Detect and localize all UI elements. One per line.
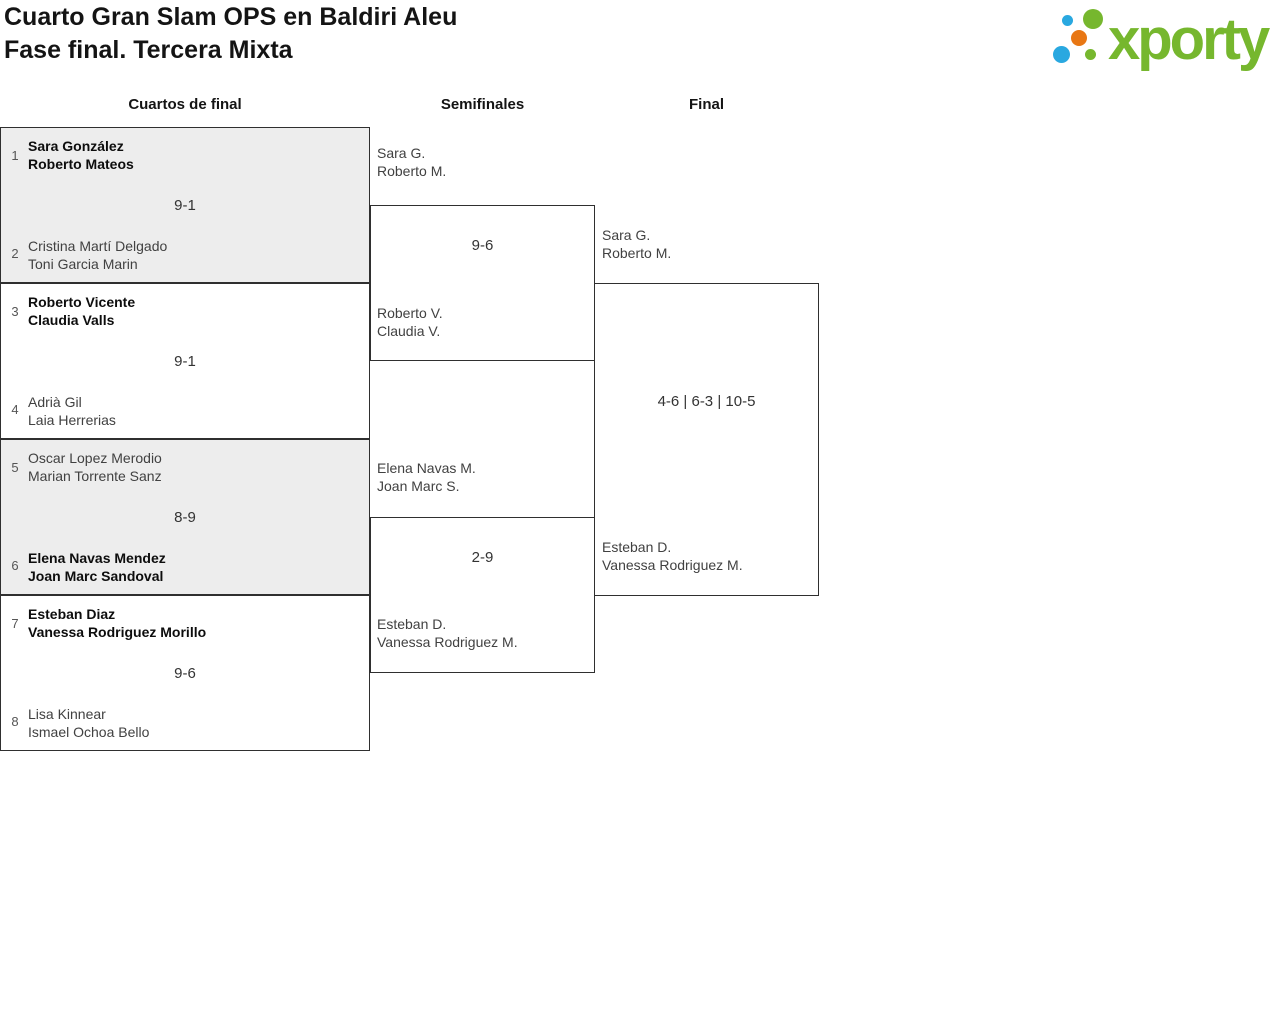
player-name: Vanessa Rodriguez M. — [602, 557, 743, 573]
player-name: Sara G. — [377, 145, 426, 161]
player-name: Roberto M. — [602, 245, 672, 261]
qf-match-2: 3 Roberto Vicente Claudia Valls 9-1 4 Ad… — [0, 283, 370, 439]
round-header-final: Final — [688, 96, 724, 113]
team-pair: Oscar Lopez Merodio Marian Torrente Sanz — [28, 449, 361, 485]
player-name: Esteban D. — [377, 616, 447, 632]
player-name: Toni Garcia Marin — [28, 256, 138, 272]
qf-match-1: 1 Sara González Roberto Mateos 9-1 2 Cri… — [0, 127, 370, 283]
seed-number: 6 — [11, 558, 19, 573]
team-pair: Lisa Kinnear Ismael Ochoa Bello — [28, 705, 361, 741]
logo-dot-blue-large-icon — [1053, 46, 1070, 63]
final-match-box — [594, 283, 819, 596]
qf-match-3: 5 Oscar Lopez Merodio Marian Torrente Sa… — [0, 439, 370, 595]
xporty-logo: xporty — [1050, 5, 1280, 85]
player-name: Roberto M. — [377, 163, 447, 179]
logo-dot-green-small-icon — [1085, 49, 1096, 60]
round-header-cuartos: Cuartos de final — [128, 96, 242, 113]
tournament-name: Cuarto Gran Slam OPS en Baldiri Aleu — [4, 3, 458, 31]
seed-number: 7 — [11, 616, 19, 631]
match-score: 9-1 — [174, 353, 196, 370]
seed-number: 4 — [11, 402, 19, 417]
sf2-team-top: Elena Navas M. Joan Marc S. — [377, 459, 476, 495]
sf2-team-bottom: Esteban D. Vanessa Rodriguez M. — [377, 615, 518, 651]
logo-dot-blue-small-icon — [1062, 15, 1073, 26]
sf1-team-top: Sara G. Roberto M. — [377, 144, 446, 180]
seed-number: 3 — [11, 304, 19, 319]
player-name: Roberto Vicente — [28, 294, 136, 310]
player-name: Roberto V. — [377, 305, 443, 321]
logo-wordmark: xporty — [1108, 7, 1270, 72]
team-pair: Roberto Vicente Claudia Valls — [28, 293, 361, 329]
player-name: Joan Marc S. — [377, 478, 460, 494]
player-name: Vanessa Rodriguez Morillo — [28, 624, 207, 640]
sf1-team-bottom: Roberto V. Claudia V. — [377, 304, 443, 340]
player-name: Roberto Mateos — [28, 156, 134, 172]
player-name: Sara G. — [602, 227, 651, 243]
team-pair: Esteban Diaz Vanessa Rodriguez Morillo — [28, 605, 361, 641]
seed-number: 5 — [11, 460, 19, 475]
team-pair: Cristina Martí Delgado Toni Garcia Marin — [28, 237, 361, 273]
logo-dot-green-large-icon — [1083, 9, 1103, 29]
player-name: Lisa Kinnear — [28, 706, 106, 722]
player-name: Esteban Diaz — [28, 606, 116, 622]
player-name: Adrià Gil — [28, 394, 82, 410]
player-name: Claudia Valls — [28, 312, 115, 328]
player-name: Ismael Ochoa Bello — [28, 724, 150, 740]
team-pair: Adrià Gil Laia Herrerias — [28, 393, 361, 429]
team-pair: Elena Navas Mendez Joan Marc Sandoval — [28, 549, 361, 585]
match-score: 8-9 — [174, 509, 196, 526]
page-title: Cuarto Gran Slam OPS en Baldiri Aleu Fas… — [4, 1, 457, 67]
player-name: Sara González — [28, 138, 124, 154]
team-pair: Sara González Roberto Mateos — [28, 137, 361, 173]
final-team-top: Sara G. Roberto M. — [602, 226, 671, 262]
final-score: 4-6 | 6-3 | 10-5 — [657, 393, 756, 410]
player-name: Claudia V. — [377, 323, 441, 339]
logo-dot-orange-icon — [1071, 30, 1087, 46]
match-score: 9-1 — [174, 197, 196, 214]
seed-number: 2 — [11, 246, 19, 261]
sf2-score: 2-9 — [471, 549, 494, 566]
player-name: Laia Herrerias — [28, 412, 116, 428]
player-name: Vanessa Rodriguez M. — [377, 634, 518, 650]
seed-number: 1 — [11, 148, 19, 163]
player-name: Marian Torrente Sanz — [28, 468, 162, 484]
qf-match-4: 7 Esteban Diaz Vanessa Rodriguez Morillo… — [0, 595, 370, 751]
round-header-semifinales: Semifinales — [440, 96, 525, 113]
sf1-score: 9-6 — [471, 237, 494, 254]
phase-name: Fase final. Tercera Mixta — [4, 36, 293, 64]
player-name: Elena Navas M. — [377, 460, 476, 476]
seed-number: 8 — [11, 714, 19, 729]
player-name: Esteban D. — [602, 539, 672, 555]
player-name: Joan Marc Sandoval — [28, 568, 164, 584]
player-name: Elena Navas Mendez — [28, 550, 166, 566]
final-team-bottom: Esteban D. Vanessa Rodriguez M. — [602, 538, 743, 574]
match-score: 9-6 — [174, 665, 196, 682]
player-name: Oscar Lopez Merodio — [28, 450, 162, 466]
player-name: Cristina Martí Delgado — [28, 238, 168, 254]
